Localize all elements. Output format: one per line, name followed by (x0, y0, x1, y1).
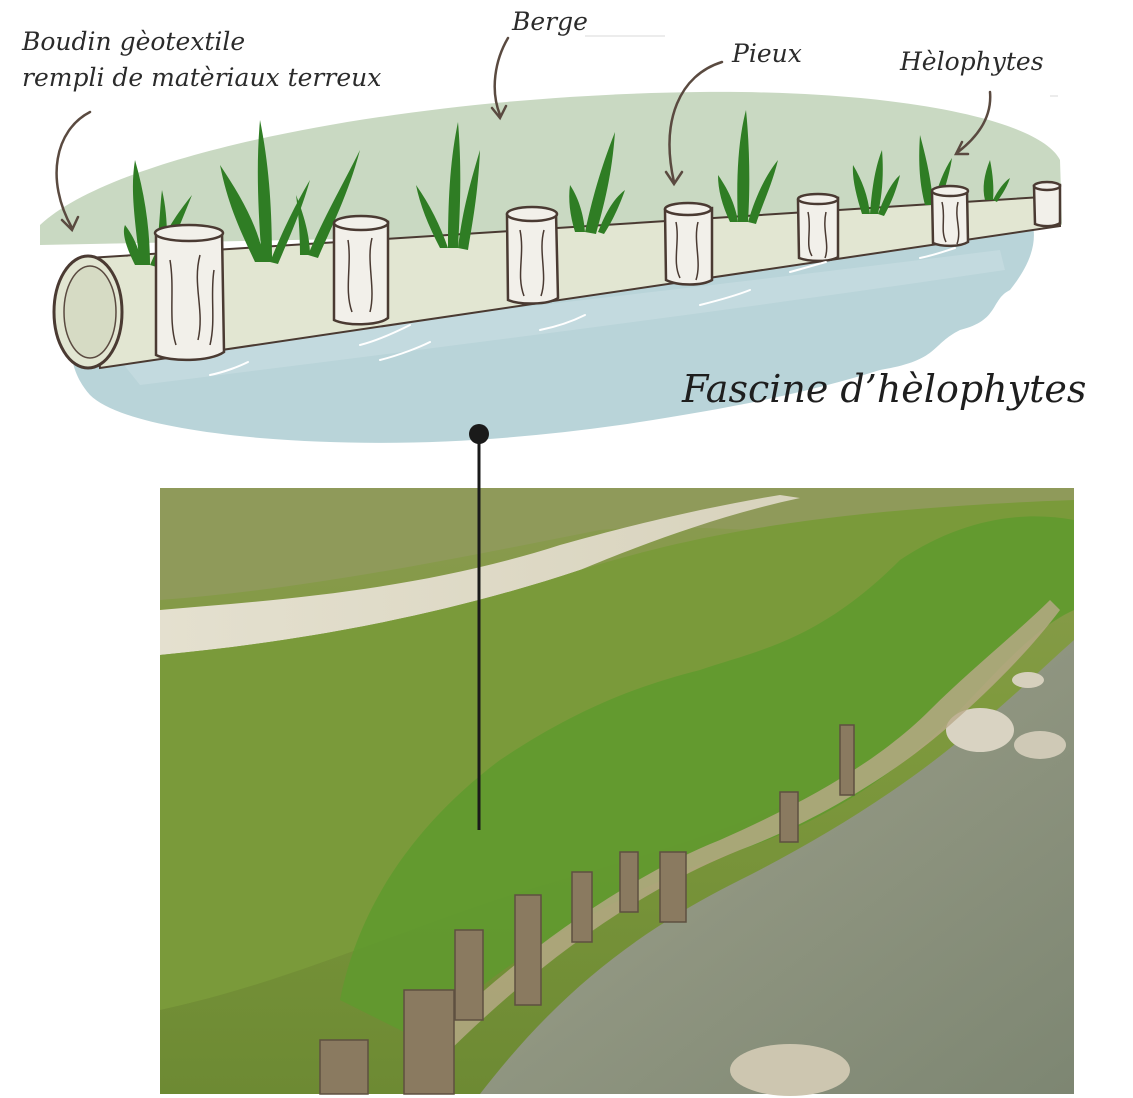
photo-stake-5 (571, 871, 593, 943)
water-ripples (209, 247, 956, 376)
pointer (469, 424, 489, 830)
upper-grass (160, 488, 1074, 600)
helophyte-plants (123, 110, 1010, 268)
photo-stake-8 (779, 791, 799, 843)
stake-1 (153, 223, 226, 362)
arrow-berge (490, 36, 510, 121)
stone-2 (1014, 731, 1066, 759)
photo-stake-2 (319, 1039, 369, 1095)
plant-6 (718, 110, 778, 224)
stone-1 (946, 708, 1014, 752)
diagram-title: Fascine d’hèlophytes (681, 367, 1086, 411)
arrow-boudin (55, 110, 92, 233)
water-highlight (120, 250, 1005, 385)
stake-7 (1032, 180, 1062, 228)
photo-stake-3 (454, 929, 484, 1021)
illustration (40, 91, 1062, 443)
annotation-arrows (55, 36, 992, 233)
stake-4 (663, 201, 714, 286)
photo-stake-6 (619, 851, 639, 913)
stone-4 (730, 1044, 850, 1096)
photo-stake-4 (514, 894, 542, 1006)
soil-edge (420, 600, 1060, 1060)
plant-1 (123, 160, 192, 268)
arrow-helophytes (953, 90, 992, 156)
plant-4 (416, 122, 480, 250)
stakes (153, 180, 1062, 362)
photo-stake-1 (403, 989, 455, 1095)
stake-2 (332, 214, 390, 326)
plant-3 (296, 150, 360, 258)
stone-3 (1012, 672, 1044, 688)
arrow-pieux (664, 60, 724, 187)
label-pieux: Pieux (731, 39, 802, 68)
label-boudin-line1: Boudin gèotextile (21, 27, 245, 56)
photo-stake-9 (839, 724, 855, 796)
pointer-dot (469, 424, 489, 444)
plant-2 (220, 120, 310, 264)
stake-3 (505, 205, 560, 305)
site-photo (160, 488, 1074, 1096)
plant-7 (852, 150, 900, 216)
photo-stake-7 (659, 851, 687, 923)
label-helophytes: Hèlophytes (899, 47, 1044, 76)
sausage-end-inner (63, 265, 117, 359)
stake-6 (930, 184, 970, 248)
photo-stakes (319, 724, 855, 1095)
river (480, 640, 1074, 1094)
label-boudin-line2: rempli de matèriaux terreux (22, 63, 381, 92)
label-berge: Berge (511, 7, 588, 36)
stake-5 (796, 192, 840, 263)
plant-9 (983, 160, 1010, 202)
plant-5 (569, 132, 625, 234)
